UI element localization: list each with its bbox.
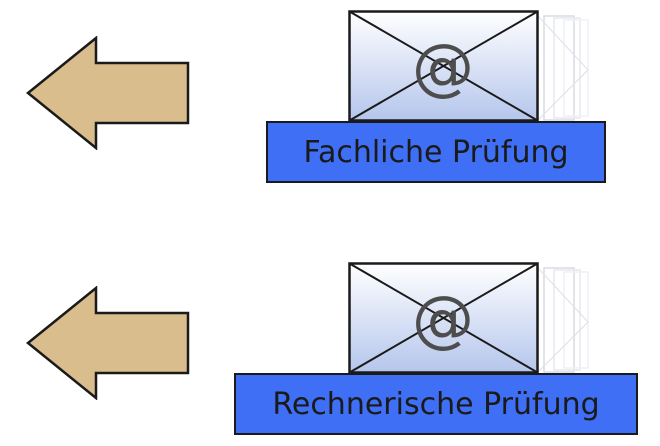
at-symbol: @: [412, 281, 474, 355]
box-label: Fachliche Prüfung: [303, 134, 569, 170]
arrow-left-icon: [26, 286, 190, 400]
rechnerische-pruefung-box: Rechnerische Prüfung: [234, 373, 638, 435]
fachliche-pruefung-box: Fachliche Prüfung: [266, 121, 606, 183]
box-label: Rechnerische Prüfung: [272, 386, 600, 422]
arrow-left-icon: [26, 36, 190, 150]
email-envelope-icon: [348, 262, 589, 374]
at-symbol: @: [412, 29, 474, 103]
email-envelope-icon: [348, 10, 589, 122]
